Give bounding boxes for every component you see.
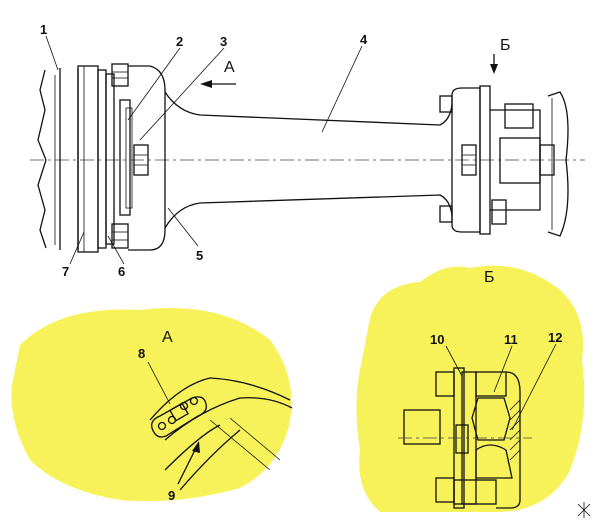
detail-b-highlight xyxy=(356,265,585,512)
main-assembly-view xyxy=(30,35,585,265)
view-a-marker: А xyxy=(224,59,235,76)
detail-b-title: Б xyxy=(484,269,495,286)
detail-a-drawing xyxy=(147,361,293,491)
label-6: 6 xyxy=(118,264,125,279)
label-7: 7 xyxy=(62,264,69,279)
detail-b-drawing xyxy=(398,343,557,509)
label-4: 4 xyxy=(360,32,368,47)
label-8: 8 xyxy=(138,346,145,361)
view-b-marker: Б xyxy=(500,37,511,54)
detail-a-highlight xyxy=(11,308,292,502)
label-12: 12 xyxy=(548,330,562,345)
label-11: 11 xyxy=(504,332,518,347)
label-3: 3 xyxy=(220,34,227,49)
label-10: 10 xyxy=(430,332,444,347)
label-1: 1 xyxy=(40,22,47,37)
label-2: 2 xyxy=(176,34,183,49)
label-9: 9 xyxy=(168,488,175,503)
label-5: 5 xyxy=(196,248,203,263)
corner-watermark-icon xyxy=(577,502,591,518)
detail-a-title: А xyxy=(162,329,173,346)
